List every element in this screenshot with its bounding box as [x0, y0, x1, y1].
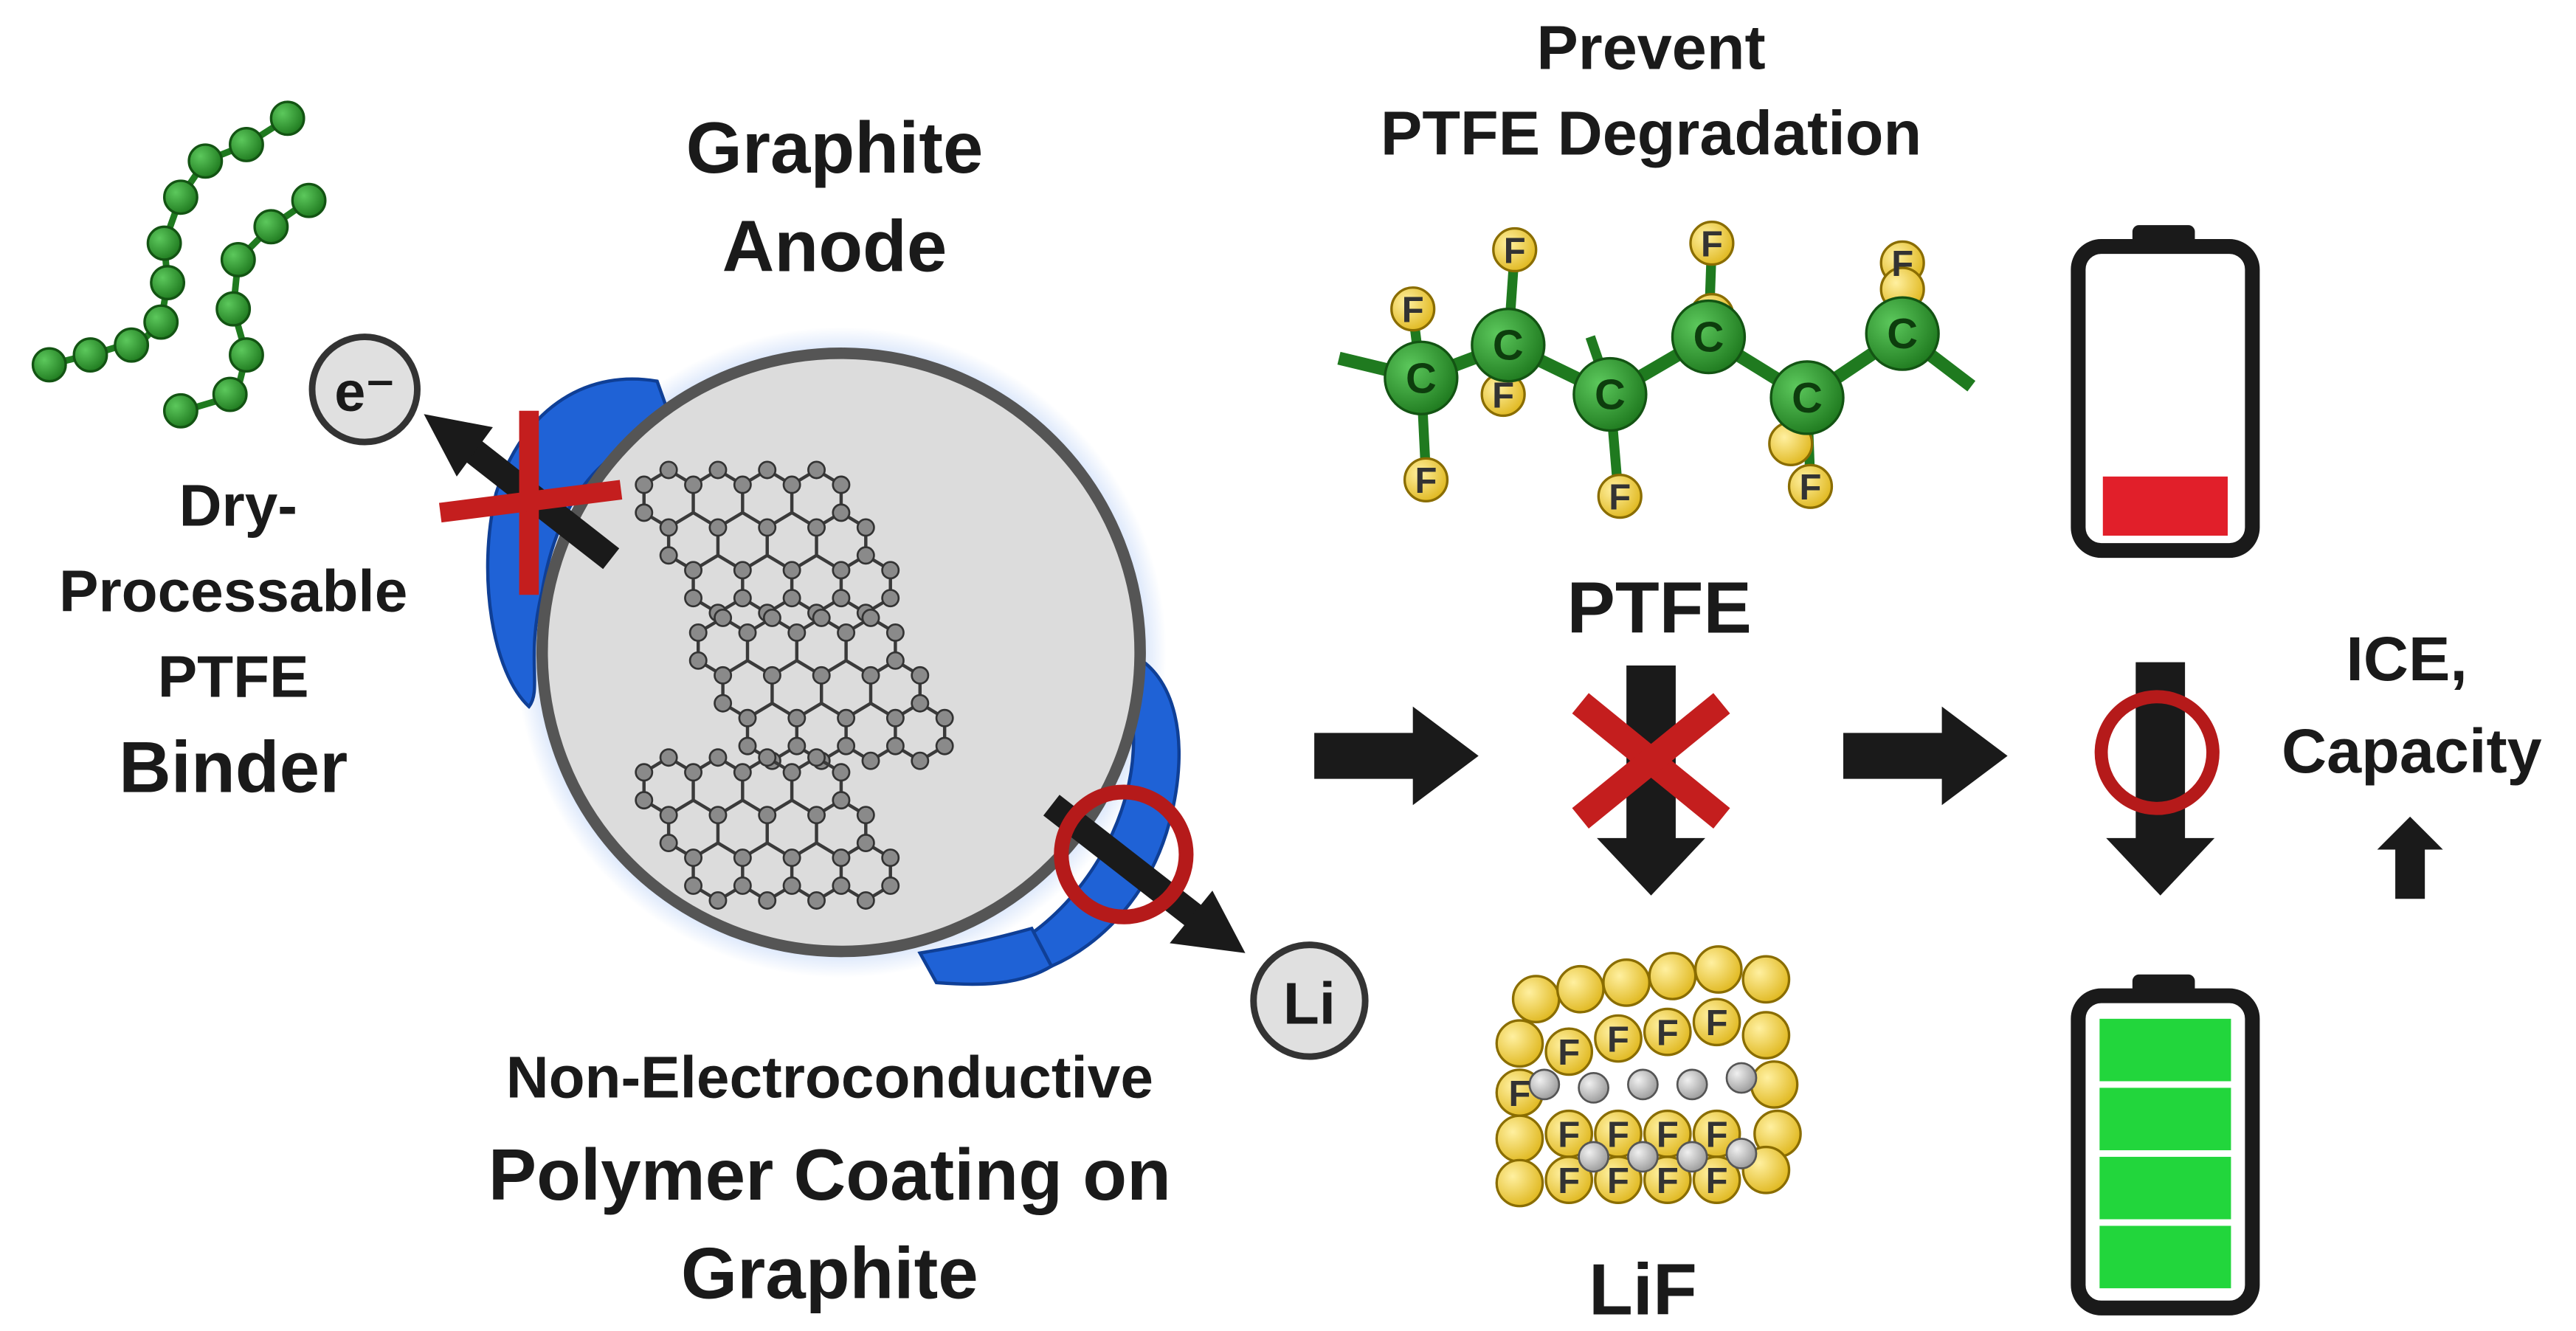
electron-blocked-arrow [424, 410, 623, 595]
svg-text:C: C [1693, 314, 1724, 362]
svg-text:F: F [1504, 231, 1526, 271]
svg-text:F: F [1492, 376, 1514, 415]
ptfe-label: PTFE [1567, 567, 1751, 648]
ptfe-molecule-icon: F F F F F F F F F C C C C C C [1337, 220, 1976, 519]
svg-text:PTFE: PTFE [158, 643, 309, 709]
cross-icon [438, 410, 623, 595]
svg-text:Anode: Anode [722, 205, 947, 286]
ice-capacity-label: ICE, Capacity [2282, 623, 2542, 899]
svg-text:Dry-: Dry- [179, 472, 297, 539]
prevent-title: Prevent PTFE Degradation [1381, 13, 1921, 168]
svg-text:Graphite: Graphite [686, 107, 984, 188]
svg-text:Li: Li [1283, 970, 1336, 1037]
flow-arrow-right [1843, 706, 2008, 806]
polymer-chain-icon [31, 100, 327, 429]
svg-text:F: F [1800, 468, 1822, 508]
cross-icon [1572, 693, 1730, 829]
battery-low-icon [2071, 225, 2260, 559]
svg-text:F: F [1891, 244, 1913, 284]
coating-label: Non-Electroconductive Polymer Coating on… [488, 1044, 1171, 1314]
svg-text:F: F [1657, 1013, 1679, 1053]
svg-text:F: F [1415, 461, 1437, 501]
svg-text:F: F [1706, 1116, 1728, 1155]
lithium-pass-arrow [1043, 784, 1246, 953]
svg-text:C: C [1406, 355, 1437, 402]
lif-label: LiF [1589, 1249, 1697, 1330]
lithium-badge: Li [1250, 941, 1369, 1060]
svg-text:F: F [1607, 1161, 1629, 1201]
degradation-blocked-arrow [1572, 666, 1730, 896]
svg-text:F: F [1558, 1161, 1580, 1201]
svg-text:F: F [1706, 1161, 1728, 1201]
graphite-particle [486, 327, 1181, 986]
pass-circle-icon [1054, 784, 1194, 924]
svg-text:C: C [1887, 311, 1918, 358]
svg-text:F: F [1558, 1116, 1580, 1155]
svg-text:F: F [1607, 1020, 1629, 1059]
svg-text:PTFE Degradation: PTFE Degradation [1381, 97, 1921, 167]
svg-text:F: F [1657, 1116, 1679, 1155]
lif-crystal-icon: F F F F F F F F F F F F F [1495, 945, 1802, 1208]
svg-text:F: F [1607, 1116, 1629, 1155]
svg-text:F: F [1657, 1161, 1679, 1201]
svg-text:Processable: Processable [59, 557, 407, 623]
svg-text:Prevent: Prevent [1536, 13, 1765, 83]
svg-text:Non-Electroconductive: Non-Electroconductive [506, 1044, 1153, 1110]
svg-text:Binder: Binder [119, 726, 348, 807]
graphite-anode-title: Graphite Anode [686, 107, 984, 287]
svg-text:F: F [1508, 1074, 1530, 1114]
svg-text:C: C [1792, 375, 1823, 422]
svg-text:Capacity: Capacity [2282, 716, 2542, 786]
svg-text:Polymer Coating on: Polymer Coating on [488, 1134, 1171, 1215]
svg-text:C: C [1493, 322, 1524, 370]
svg-text:Graphite: Graphite [681, 1232, 978, 1313]
capacity-pass-arrow [2094, 662, 2220, 896]
svg-text:F: F [1402, 291, 1424, 331]
svg-text:F: F [1706, 1003, 1728, 1043]
battery-full-icon [2071, 974, 2260, 1316]
binder-label: Dry- Processable PTFE Binder [59, 472, 407, 808]
svg-text:e⁻: e⁻ [334, 361, 395, 424]
svg-text:F: F [1701, 224, 1723, 264]
polymer-coating-patch [917, 926, 1054, 986]
svg-text:C: C [1595, 372, 1626, 419]
flow-arrow-right [1314, 706, 1479, 806]
svg-text:ICE,: ICE, [2346, 623, 2468, 694]
electron-badge: e⁻ [308, 333, 421, 446]
svg-text:F: F [1609, 477, 1631, 517]
pass-circle-icon [2094, 690, 2220, 815]
increase-arrow-icon [2377, 816, 2443, 899]
svg-text:F: F [1558, 1033, 1580, 1073]
